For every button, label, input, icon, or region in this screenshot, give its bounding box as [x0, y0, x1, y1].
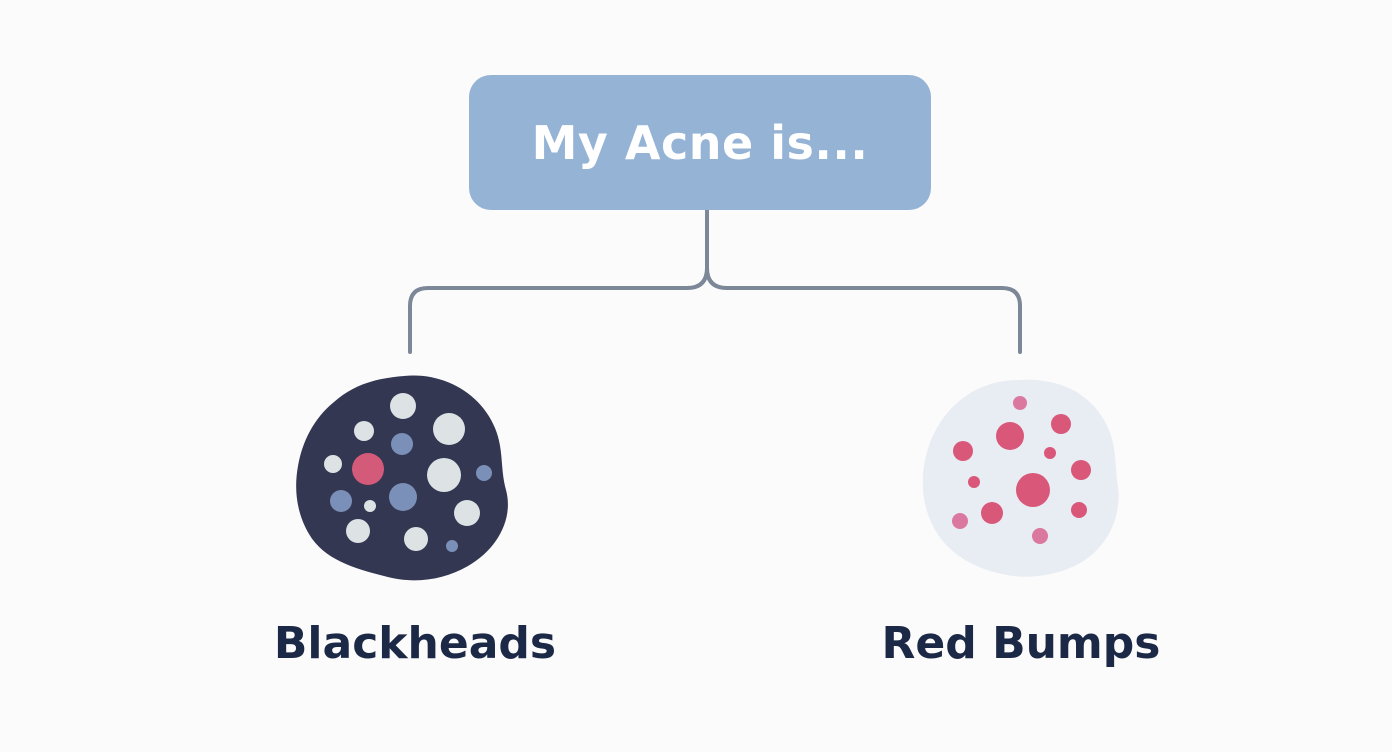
branch-label-red-bumps: Red Bumps [881, 618, 1161, 669]
red-bump-dot [1044, 447, 1056, 459]
blackhead-dot [427, 458, 461, 492]
connector-right-branch [705, 266, 1022, 354]
red-bump-dot [1032, 528, 1048, 544]
root-label: My Acne is... [531, 115, 869, 170]
blackhead-dot [346, 519, 370, 543]
red-bump-dot [953, 441, 973, 461]
red-bump-dot [1013, 396, 1027, 410]
blackhead-dot [433, 413, 465, 445]
branch-label-blackheads: Blackheads [273, 618, 557, 669]
blackhead-dot [446, 540, 458, 552]
red-bumps-dots [952, 396, 1091, 544]
blackhead-dot [390, 393, 416, 419]
blackhead-dot [391, 433, 413, 455]
red-bump-dot [952, 513, 968, 529]
blackhead-dot [324, 455, 342, 473]
root-node: My Acne is... [469, 75, 931, 210]
blackheads-dots [324, 393, 492, 552]
red-bump-dot [996, 422, 1024, 450]
blackhead-dot [352, 453, 384, 485]
red-bump-dot [1016, 473, 1050, 507]
red-bump-dot [1071, 460, 1091, 480]
blackhead-dot [476, 465, 492, 481]
connector-trunk [408, 208, 709, 354]
blackheads-blob-icon [296, 375, 508, 581]
red-bump-dot [968, 476, 980, 488]
red-bump-dot [1071, 502, 1087, 518]
blackhead-dot [389, 483, 417, 511]
red-bumps-blob-icon [922, 379, 1119, 577]
red-bump-dot [1051, 414, 1071, 434]
blackhead-dot [364, 500, 376, 512]
blackhead-dot [330, 490, 352, 512]
blackhead-dot [404, 527, 428, 551]
blackhead-dot [354, 421, 374, 441]
red-bumps-blob-shape [922, 379, 1119, 577]
blackhead-dot [454, 500, 480, 526]
red-bump-dot [981, 502, 1003, 524]
